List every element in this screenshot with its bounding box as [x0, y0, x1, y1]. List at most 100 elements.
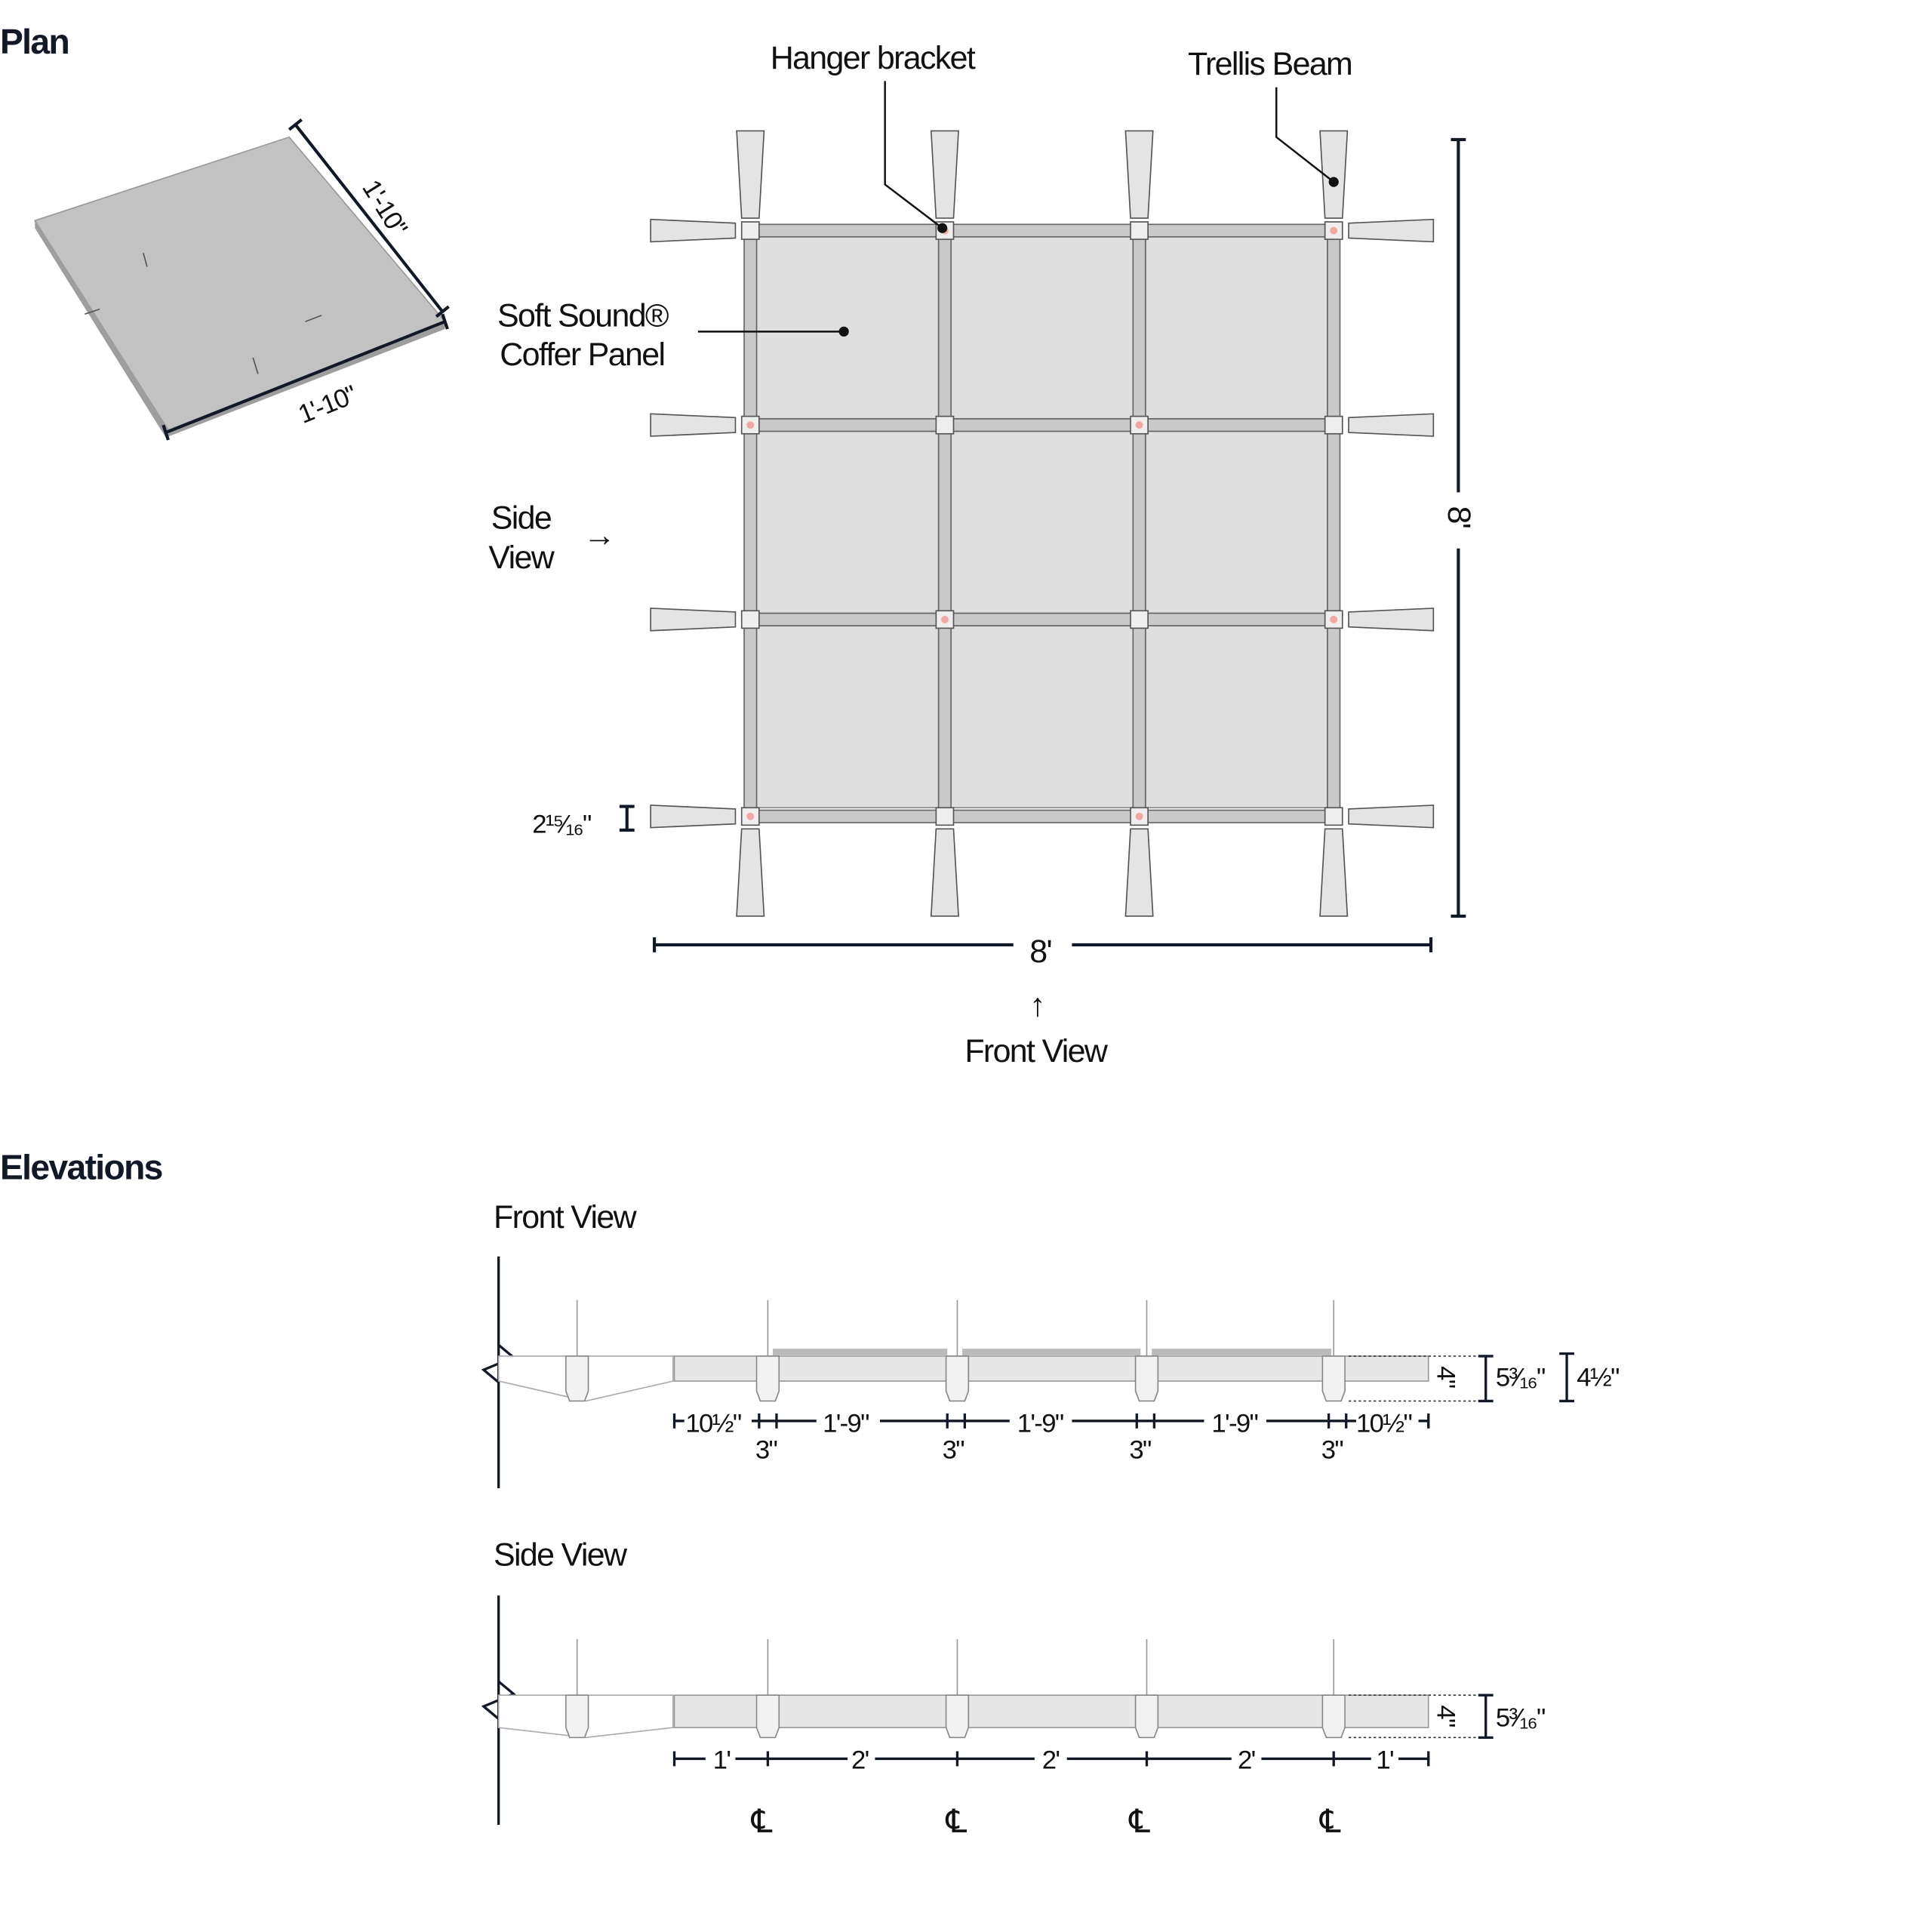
front-span-label: 1'-9" [1017, 1410, 1063, 1438]
panel-dot [838, 326, 849, 337]
front-span-label: 10½" [685, 1410, 741, 1438]
front-view-arrow-icon: ↑ [1029, 987, 1044, 1023]
hanger-bracket [935, 415, 955, 435]
hanger-bracket [740, 221, 760, 240]
height-dimension [1478, 1355, 1494, 1403]
trellis-beam [749, 809, 1335, 823]
coffer-panel [1145, 625, 1328, 809]
plan-grid [650, 130, 1435, 917]
plan-heading: Plan [0, 22, 69, 61]
beam-section [565, 1694, 589, 1739]
elevation-panels [673, 1694, 1429, 1728]
side-span-label: 2' [1238, 1746, 1255, 1775]
coffer-top [1152, 1349, 1331, 1356]
bracket-point [746, 421, 755, 429]
hanger-dot [937, 223, 948, 233]
height-dimension [1559, 1352, 1574, 1403]
beam-section [1134, 1355, 1159, 1402]
bracket-point [1330, 226, 1338, 235]
side-elevation-title: Side View [494, 1537, 628, 1573]
hanger-leader [884, 81, 943, 229]
front-beam-label: 3" [1129, 1435, 1151, 1464]
trellis-leader [1275, 87, 1334, 183]
height-dimension [1478, 1694, 1494, 1739]
panel-label-2: Coffer Panel [500, 337, 664, 373]
centerline-icon: ℄ [1319, 1804, 1341, 1840]
hanger-bracket [1130, 610, 1149, 629]
beam-section [565, 1355, 589, 1402]
trellis-beam-label: Trellis Beam [1188, 46, 1352, 82]
side-view-label-2: View [488, 540, 555, 576]
hanger-bracket [1324, 807, 1343, 826]
coffer-panel-isometric [33, 118, 450, 441]
side-height-label: 4" [1431, 1705, 1460, 1727]
beam-section [1321, 1694, 1346, 1739]
side-span-label: 1' [713, 1746, 731, 1775]
height-dimension [1451, 137, 1466, 918]
hanger-bracket [740, 610, 760, 629]
front-span-label: 1'-9" [1211, 1410, 1257, 1438]
front-elevation [481, 1256, 1574, 1489]
side-span-label: 2' [851, 1746, 869, 1775]
coffer-top [773, 1349, 948, 1356]
front-span-label: 10½" [1356, 1410, 1412, 1438]
width-label: 8' [1029, 934, 1051, 970]
beam-section [945, 1355, 970, 1402]
front-height-label: 5³⁄₁₆" [1496, 1364, 1545, 1392]
coffer-panel [950, 235, 1134, 420]
trellis-beam [743, 229, 758, 817]
panel-label-1: Soft Sound® [497, 298, 669, 334]
bracket-point [1135, 812, 1143, 820]
beam-end [1348, 218, 1435, 243]
beam-section [945, 1694, 970, 1739]
coffer-panel [755, 235, 940, 420]
bracket-point [1330, 615, 1338, 623]
bracket-point [1135, 421, 1143, 429]
beam-end [1319, 130, 1349, 219]
coffer-panel [950, 625, 1134, 809]
beam-end [1348, 608, 1435, 632]
coffer-panel [1145, 235, 1328, 420]
beam-width-dimension [619, 804, 635, 832]
coffer-panel [1145, 430, 1328, 614]
side-elevation [481, 1595, 1494, 1825]
beam-end [1124, 130, 1154, 219]
trellis-beam [1132, 229, 1146, 817]
beam-section [755, 1694, 780, 1739]
elevation-panels [673, 1355, 1429, 1382]
span-dimension [672, 1413, 1430, 1429]
front-beam-label: 3" [943, 1435, 964, 1464]
beam-end [650, 413, 737, 437]
trellis-beam [1327, 229, 1341, 817]
beam-section [1134, 1694, 1159, 1739]
beam-end [930, 828, 959, 917]
beam-end [1348, 804, 1435, 829]
height-guide [1349, 1355, 1484, 1402]
centerline-icon: ℄ [946, 1804, 968, 1840]
hanger-bracket [935, 807, 955, 826]
side-view-arrow-icon: → [583, 517, 614, 553]
beam-end [650, 608, 737, 632]
height-label: 8' [1441, 506, 1477, 528]
beam-end [736, 130, 765, 219]
elevations-heading: Elevations [0, 1147, 162, 1186]
front-beam-label: 3" [755, 1435, 777, 1464]
centerline-icon: ℄ [1128, 1804, 1150, 1840]
bracket-point [746, 812, 755, 820]
trellis-beam [749, 612, 1335, 626]
front-elevation-title: Front View [494, 1199, 638, 1235]
width-dimension [653, 937, 1433, 952]
beam-section [1321, 1355, 1346, 1402]
coffer-panel [755, 430, 940, 614]
beam-end [650, 804, 737, 829]
coffer-top [962, 1349, 1141, 1356]
trellis-beam [749, 418, 1335, 432]
bracket-point [940, 615, 949, 623]
beam-end [650, 218, 737, 243]
span-dimension [672, 1751, 1430, 1767]
front-height-label: 4½" [1577, 1364, 1619, 1392]
beam-end [1124, 828, 1154, 917]
coffer-panel [950, 430, 1134, 614]
hanger-bracket [1130, 221, 1149, 240]
